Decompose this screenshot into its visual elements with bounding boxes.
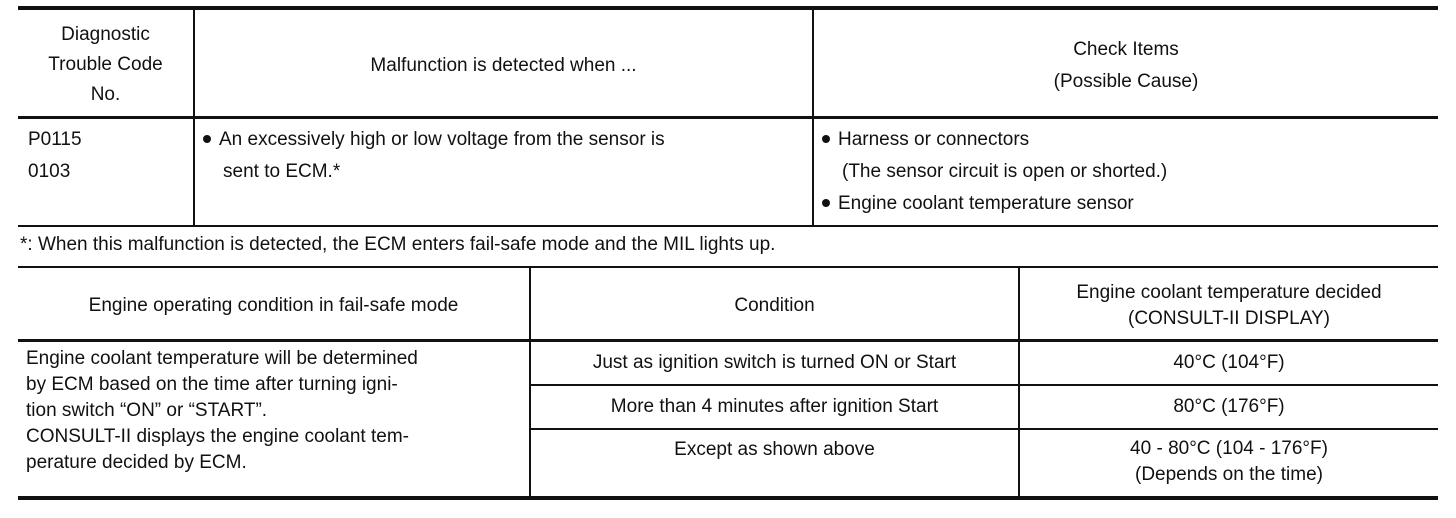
table1-bottom-border <box>18 225 1438 227</box>
malfunction-line-1: An excessively high or low voltage from … <box>203 124 808 156</box>
table2-row-divider-1 <box>531 384 1438 386</box>
table1-top-border <box>18 6 1438 10</box>
failsafe-description: Engine coolant temperature will be deter… <box>26 346 526 476</box>
check-items-list: Harness or connectors (The sensor circui… <box>822 124 1434 220</box>
temp-row-3: 40 - 80°C (104 - 176°F) (Depends on the … <box>1020 436 1438 488</box>
header-dtc-line1: Diagnostic <box>61 24 150 45</box>
header-malfunction: Malfunction is detected when ... <box>370 55 637 76</box>
bullet-icon <box>203 134 211 143</box>
malfunction-line-2: sent to ECM.* <box>223 161 341 182</box>
header-dtc-line3: No. <box>90 84 121 105</box>
header-check-line2: (Possible Cause) <box>1053 71 1199 92</box>
header-temp-line1: Engine coolant temperature decided <box>1076 282 1382 303</box>
condition-row-3: Except as shown above <box>674 439 875 460</box>
dtc-code-0103: 0103 <box>28 161 71 182</box>
table1-col-divider-2 <box>812 10 814 225</box>
check-item-sensor: Engine coolant temperature sensor <box>822 188 1434 220</box>
header-operating-condition: Engine operating condition in fail-safe … <box>88 295 459 316</box>
header-temp-decided: Engine coolant temperature decided (CONS… <box>1020 280 1438 332</box>
failsafe-footnote: *: When this malfunction is detected, th… <box>20 234 776 255</box>
table1-col-divider-1 <box>193 10 195 225</box>
table1-header-divider <box>18 116 1438 119</box>
header-dtc-line2: Trouble Code <box>48 54 163 75</box>
check-item-harness: Harness or connectors <box>822 124 1434 156</box>
temp-row-3-range: 40 - 80°C (104 - 176°F) <box>1130 438 1328 459</box>
header-condition: Condition <box>734 295 815 316</box>
condition-row-2: More than 4 minutes after ignition Start <box>610 396 939 417</box>
table2-col-divider-1 <box>529 268 531 496</box>
header-check-items: Check Items (Possible Cause) <box>814 34 1438 98</box>
table2-col-divider-2 <box>1018 268 1020 496</box>
table2-bottom-border <box>18 496 1438 500</box>
dtc-codes: P0115 0103 <box>28 124 188 188</box>
description-line-2: by ECM based on the time after turning i… <box>26 374 398 395</box>
temp-row-1: 40°C (104°F) <box>1173 352 1285 373</box>
header-check-line1: Check Items <box>1073 39 1179 60</box>
condition-row-1: Just as ignition switch is turned ON or … <box>592 352 957 373</box>
temp-row-2: 80°C (176°F) <box>1173 396 1285 417</box>
check-item-harness-note: (The sensor circuit is open or shorted.) <box>842 161 1168 182</box>
description-line-3: tion switch “ON” or “START”. <box>26 400 268 421</box>
bullet-icon <box>822 198 830 207</box>
description-line-5: perature decided by ECM. <box>26 452 247 473</box>
header-temp-line2: (CONSULT-II DISPLAY) <box>1128 308 1330 329</box>
header-dtc-no: Diagnostic Trouble Code No. <box>18 20 193 110</box>
table2-top-border <box>18 266 1438 268</box>
description-line-4: CONSULT-II displays the engine coolant t… <box>26 426 409 447</box>
bullet-icon <box>822 134 830 143</box>
dtc-code-p0115: P0115 <box>28 129 82 150</box>
temp-row-3-note: (Depends on the time) <box>1135 464 1323 485</box>
malfunction-description: An excessively high or low voltage from … <box>203 124 808 188</box>
description-line-1: Engine coolant temperature will be deter… <box>26 348 418 369</box>
table2-row-divider-2 <box>531 428 1438 430</box>
table2-header-divider <box>18 339 1438 342</box>
